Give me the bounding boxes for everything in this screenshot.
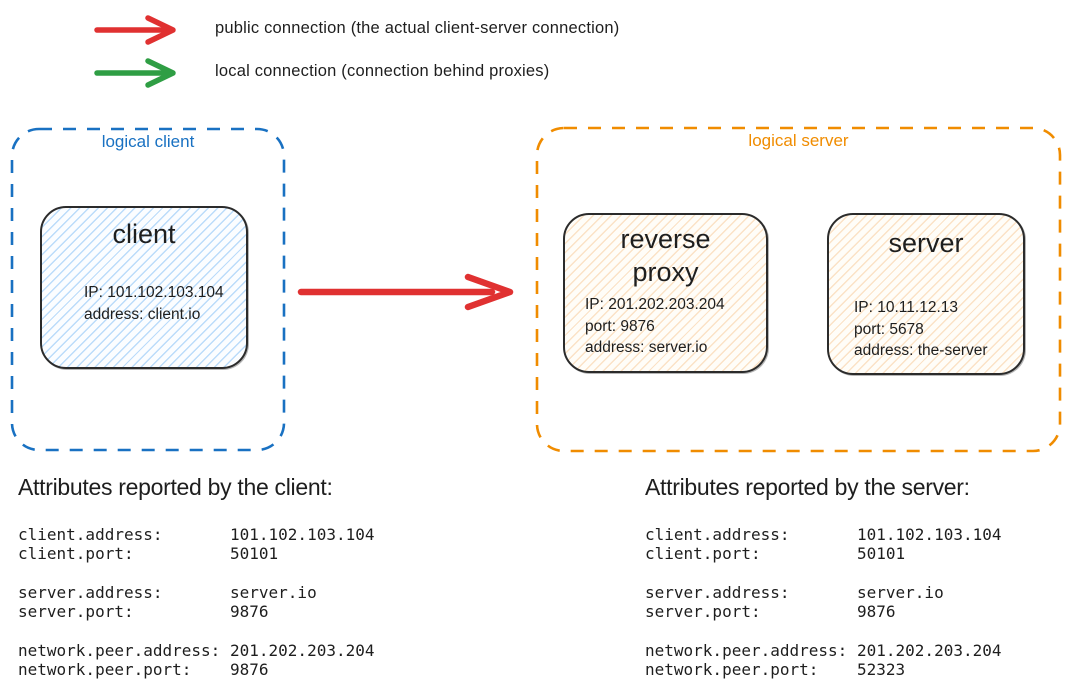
main-arrow-head [464,273,514,311]
attr-row: network.peer.port:9876 [18,659,269,679]
server-attributes-title: Attributes reported by the server: [645,474,970,500]
reverse-proxy-node-title: reverse proxy [620,224,711,287]
client-node-title: client [112,219,176,249]
attr-row: client.port:50101 [18,543,279,563]
logical-client-label: logical client [101,132,195,151]
client-to-server-arrow-icon [297,273,514,311]
local-arrow-head [145,58,176,88]
client-attr-group: network.peer.address:201.202.203.204 net… [18,641,375,679]
client-attributes-rows: client.address:101.102.103.104 client.po… [18,525,375,691]
attr-row: client.port:50101 [645,543,906,563]
client-ip: IP: 101.102.103.104 [84,284,224,301]
reverse-proxy-port: port: 9876 [585,317,655,335]
server-node-title: server [888,228,964,258]
logical-client-group: logical client client IP: 101.102.103.10… [10,127,286,452]
logical-client-border [10,127,286,452]
client-attr-group: client.address:101.102.103.104 client.po… [18,525,375,563]
server-attributes-rows: client.address:101.102.103.104 client.po… [645,525,1002,691]
client-node: client IP: 101.102.103.104 address: clie… [40,206,248,369]
client-node-details: IP: 101.102.103.104 address: client.io [84,282,224,325]
public-arrow-head [145,15,176,45]
reverse-proxy-address: address: server.io [585,339,708,356]
attr-row: server.address:server.io [645,583,944,602]
attr-row: network.peer.port:52323 [645,659,906,679]
legend-label-local-connection: local connection (connection behind prox… [215,62,550,80]
attr-row: network.peer.address:201.202.203.204 [18,641,375,660]
logical-server-label: logical server [748,131,849,150]
client-attr-group: server.address:server.io server.port:987… [18,583,375,621]
server-port: port: 5678 [854,320,924,338]
logical-server-border [535,126,1062,453]
legend-label-public-connection: public connection (the actual client-ser… [215,19,620,37]
server-address: address: the-server [854,342,988,359]
attr-row: server.port:9876 [645,601,896,621]
reverse-proxy-node: reverse proxy IP: 201.202.203.204 port: … [563,213,768,373]
public-connection-arrow-icon [94,15,176,45]
attr-row: client.address:101.102.103.104 [18,525,375,544]
local-connection-arrow-icon [94,58,176,88]
server-node: server IP: 10.11.12.13 port: 5678 addres… [827,213,1025,375]
server-attr-group: server.address:server.io server.port:987… [645,583,1002,621]
server-ip: IP: 10.11.12.13 [854,299,958,316]
attr-row: client.address:101.102.103.104 [645,525,1002,544]
server-attr-group: client.address:101.102.103.104 client.po… [645,525,1002,563]
server-node-details: IP: 10.11.12.13 port: 5678 address: the-… [854,297,988,362]
reverse-proxy-node-details: IP: 201.202.203.204 port: 9876 address: … [585,294,725,359]
server-attributes-block: Attributes reported by the server: clien… [645,474,1065,684]
attr-row: network.peer.address:201.202.203.204 [645,641,1002,660]
server-attr-group: network.peer.address:201.202.203.204 net… [645,641,1002,679]
client-attributes-title: Attributes reported by the client: [18,474,333,500]
attr-row: server.port:9876 [18,601,269,621]
reverse-proxy-ip: IP: 201.202.203.204 [585,296,725,313]
logical-server-group: logical server reverse proxy IP: 201.202… [535,126,1062,453]
attr-row: server.address:server.io [18,583,317,602]
client-attributes-block: Attributes reported by the client: clien… [18,474,438,684]
client-address: address: client.io [84,305,201,323]
